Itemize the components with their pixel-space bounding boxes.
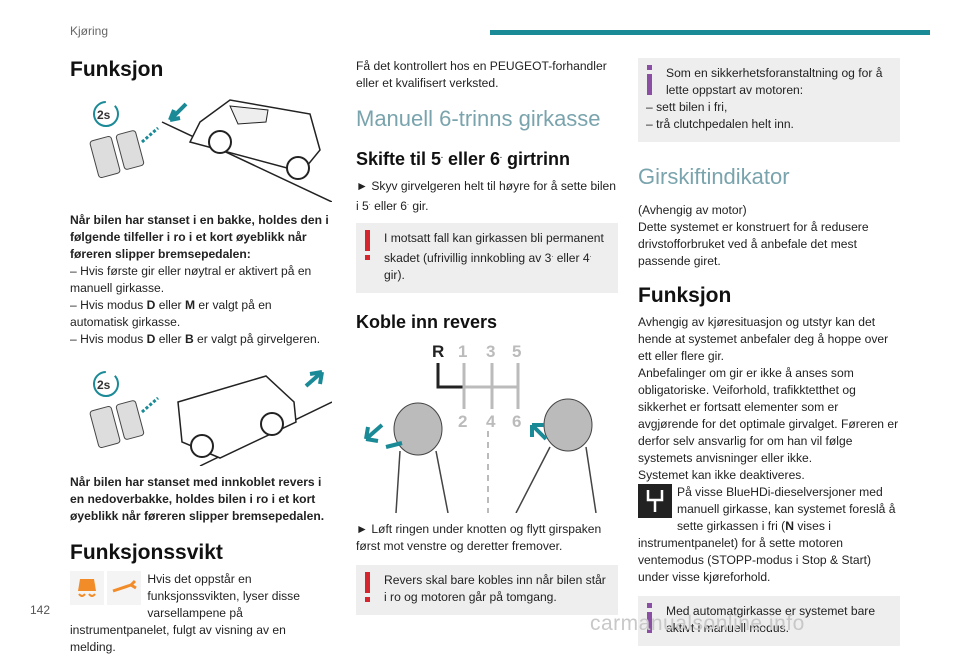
heading-reverse: Koble inn revers	[356, 312, 498, 333]
condition-automatic: – Hvis modus D eller M er valgt på en au…	[70, 298, 272, 329]
condition-selector: – Hvis modus D eller B er valgt på girve…	[70, 332, 321, 346]
reverse-gear-illustration: R 1 3 5 2 4 6	[356, 342, 618, 514]
warning-box-gearbox-damage: I motsatt fall kan girkassen bli permane…	[356, 223, 618, 294]
gear-label-2: 2	[458, 412, 467, 431]
uphill-description: Når bilen har stanset i en bakke, holdes…	[70, 213, 329, 261]
hill-hold-downhill-illustration: 2s	[70, 362, 333, 467]
heading-gear-indicator: Girskiftindikator	[638, 164, 790, 189]
heading-funksjonssvikt: Funksjonssvikt	[70, 541, 223, 564]
heading-funksjon-right: Funksjon	[638, 284, 732, 307]
gear-label-6: 6	[512, 412, 521, 431]
neutral-gear-icon	[638, 484, 672, 523]
header-accent-bar	[490, 30, 930, 35]
traction-warning-icon	[70, 571, 104, 610]
heading-manual-gearbox: Manuell 6-trinns girkasse	[356, 106, 601, 131]
column-left: Funksjon 2s Når bilen har stanset i en b…	[70, 58, 333, 656]
gear-label-5: 5	[512, 343, 521, 361]
recommendation-text: Anbefalinger om gir er ikke å anses som …	[638, 366, 899, 465]
info-box-safety: Som en sikkerhetsforanstaltning og for å…	[638, 58, 900, 142]
hill-hold-uphill-illustration: 2s	[70, 92, 333, 203]
shift-5-6-instruction: ► Skyv girvelgeren helt til høyre for å …	[356, 179, 617, 214]
watermark: carmanualsonline.info	[590, 612, 805, 635]
service-wrench-icon	[107, 571, 142, 610]
dealer-check-text: Få det kontrollert hos en PEUGEOT-forhan…	[356, 59, 607, 90]
column-right: Som en sikkerhetsforanstaltning og for å…	[638, 58, 900, 646]
downhill-description: Når bilen har stanset med innkoblet reve…	[70, 475, 325, 523]
two-seconds-label: 2s	[97, 108, 111, 122]
gear-label-r: R	[432, 343, 444, 361]
gear-label-1: 1	[458, 343, 467, 361]
skip-gears-text: Avhengig av kjøresituasjon og utstyr kan…	[638, 315, 889, 363]
indicator-purpose: Dette systemet er konstruert for å redus…	[638, 220, 869, 268]
heading-funksjon: Funksjon	[70, 58, 164, 81]
page-number: 142	[30, 603, 51, 617]
gear-label-4: 4	[486, 412, 496, 431]
warning-box-reverse: Revers skal bare kobles inn når bilen st…	[356, 565, 618, 616]
heading-shift-5-6: Skifte til 5. eller 6. girtrinn	[356, 149, 570, 169]
no-deactivation-text: Systemet kan ikke deaktiveres.	[638, 468, 805, 482]
condition-manual: – Hvis første gir eller nøytral er aktiv…	[70, 264, 312, 295]
info-box-automatic: Med automatgirkasse er systemet bare akt…	[638, 596, 900, 646]
bluehdi-paragraph: På visse BlueHDi-dieselversjoner med man…	[638, 484, 896, 584]
svg-text:2s: 2s	[97, 378, 111, 392]
exclamation-icon	[365, 230, 370, 261]
info-icon	[647, 65, 652, 95]
reverse-instruction: ► Løft ringen under knotten og flytt gir…	[356, 522, 602, 554]
gear-label-3: 3	[486, 343, 495, 361]
section-label: Kjøring	[70, 24, 109, 38]
fault-paragraph: Hvis det oppstår en funksjonssvikten, ly…	[70, 571, 300, 654]
column-middle: Få det kontrollert hos en PEUGEOT-forhan…	[356, 58, 618, 616]
engine-dependency: (Avhengig av motor)	[638, 203, 747, 217]
